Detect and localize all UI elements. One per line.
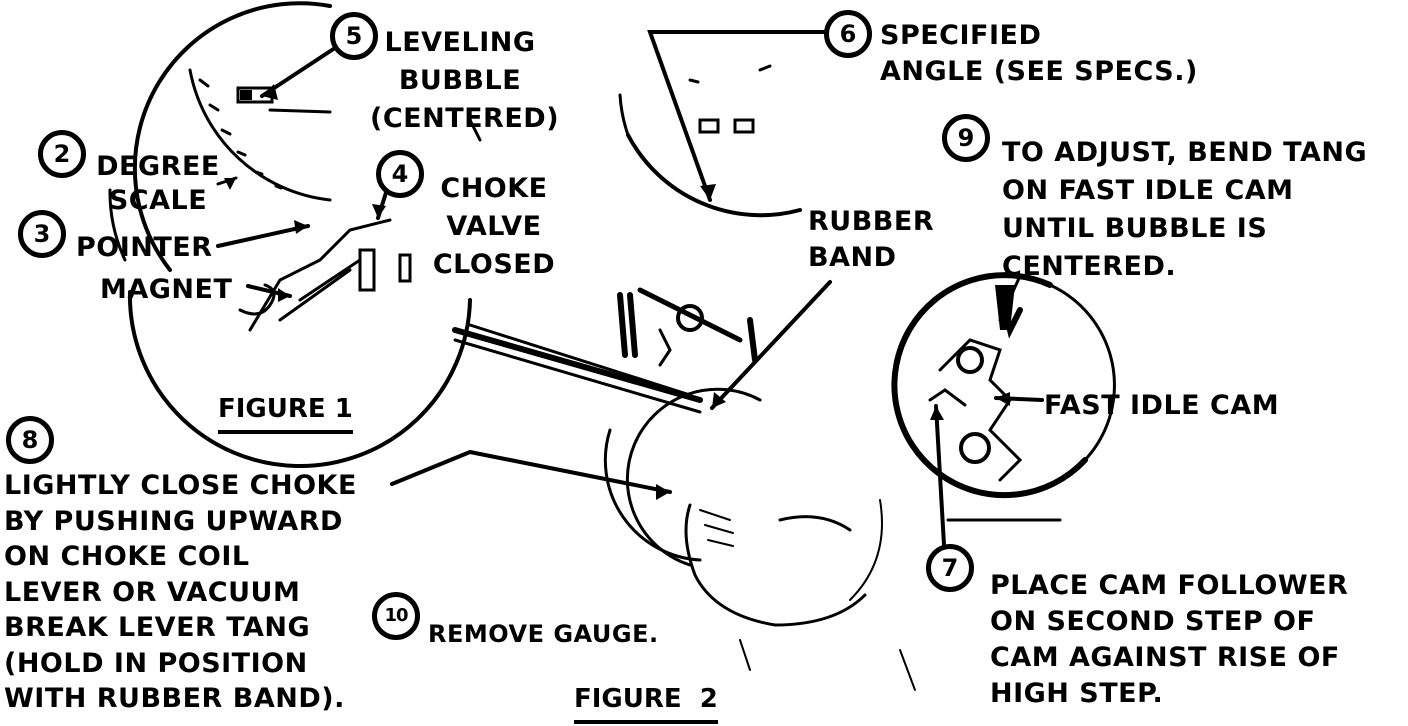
step-7-badge: 7 (926, 544, 974, 592)
fast-idle-cam-label: FAST IDLE CAM (1044, 390, 1280, 421)
step-6-label: SPECIFIED ANGLE (SEE SPECS.) (880, 20, 1198, 87)
rubber-band-label: RUBBER BAND (808, 206, 935, 273)
step-8-label: LIGHTLY CLOSE CHOKE BY PUSHING UPWARD ON… (4, 470, 357, 714)
step-9-label: TO ADJUST, BEND TANG ON FAST IDLE CAM UN… (1002, 137, 1368, 282)
degree-scale-arc (188, 68, 332, 202)
step-5-label: LEVELING BUBBLE (CENTERED) (370, 27, 560, 134)
magnet-label: MAGNET (100, 274, 233, 305)
step-9-badge: 9 (942, 114, 990, 162)
figure2-gauge-outline (626, 133, 802, 218)
step-2-badge: 2 (38, 130, 86, 178)
fast-idle-cam-circle (891, 272, 1088, 499)
step-8-badge: 8 (6, 416, 54, 464)
step-4-badge: 4 (376, 150, 424, 198)
step-7-label: PLACE CAM FOLLOWER ON SECOND STEP OF CAM… (990, 570, 1349, 709)
step-10-label: REMOVE GAUGE. (428, 620, 659, 648)
step-5-badge: 5 (330, 12, 378, 60)
step-10-badge: 10 (372, 592, 420, 640)
step-6-badge: 6 (824, 10, 872, 58)
figure-1-caption: FIGURE 1 (218, 394, 353, 434)
step-4-label: CHOKE VALVE CLOSED (432, 173, 556, 280)
step-3-badge: 3 (18, 210, 66, 258)
figure1-gauge-outline (132, 1, 332, 272)
figure-2-caption: FIGURE 2 (574, 684, 718, 724)
step-2-label: DEGREE SCALE (96, 151, 220, 216)
figure2-gauge-circle (625, 387, 762, 567)
step-3-label: POINTER (76, 232, 213, 263)
